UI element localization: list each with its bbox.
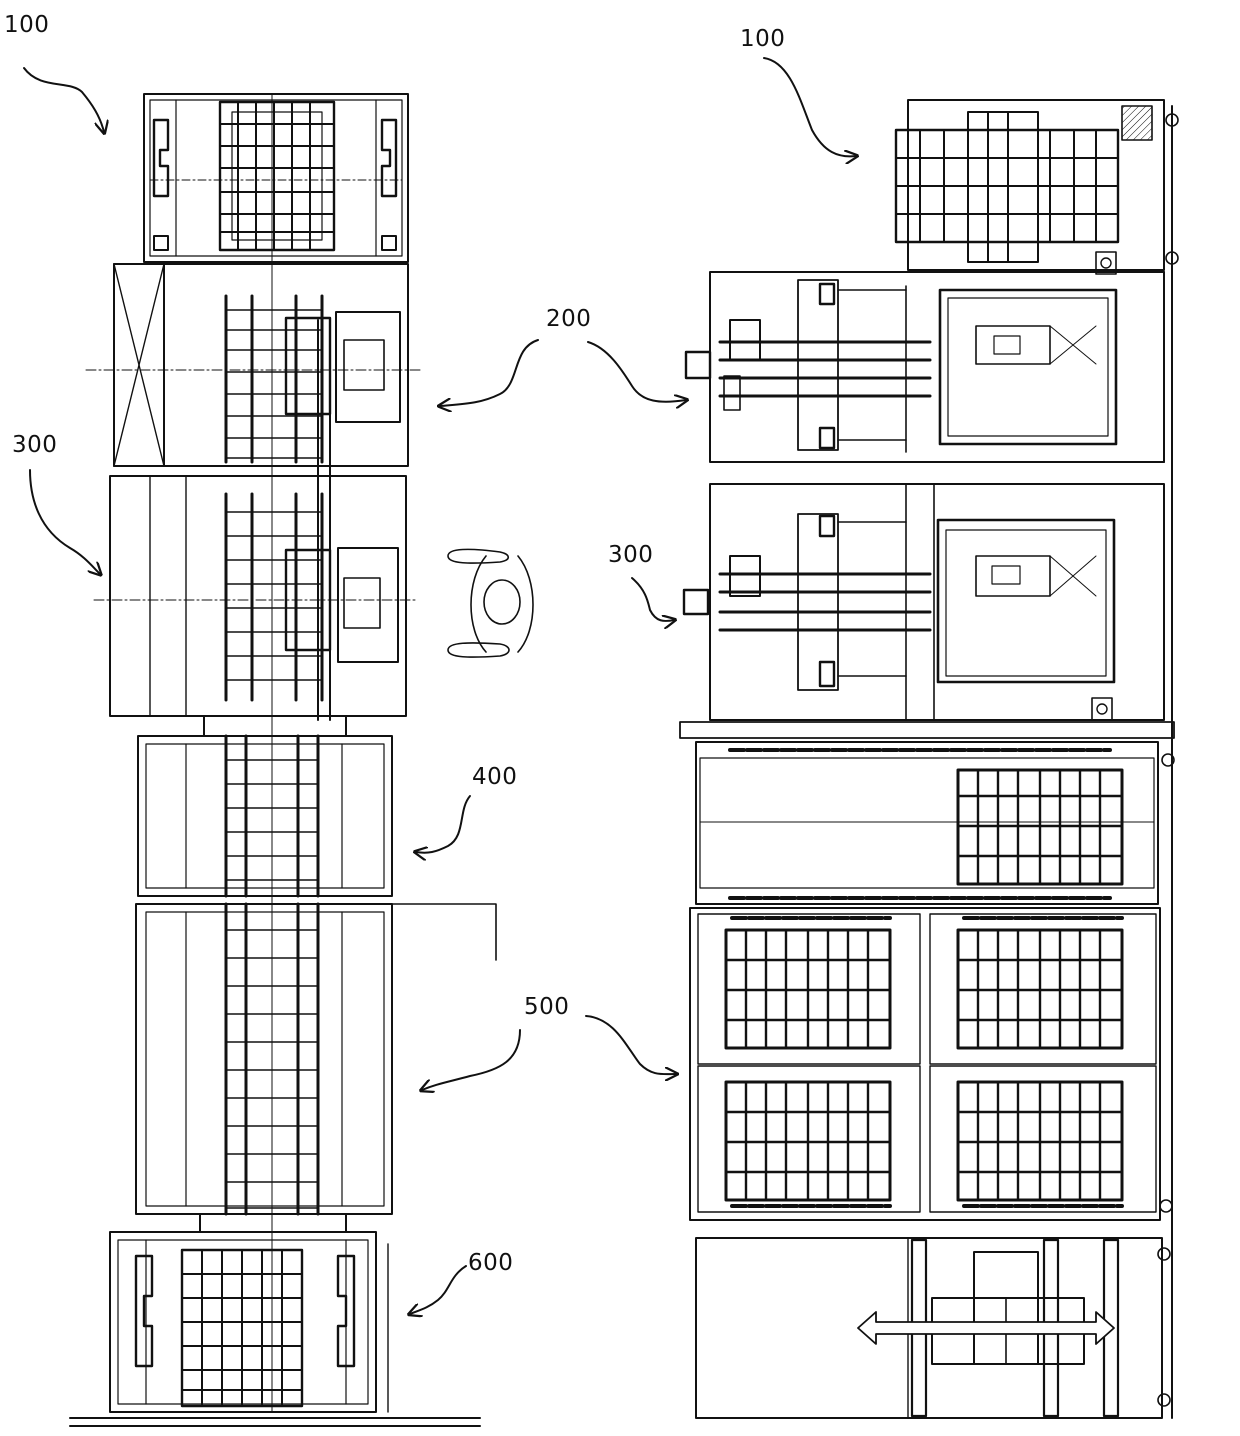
module-400-side-view — [696, 742, 1174, 904]
ref-label-500: 500 — [524, 994, 569, 1020]
transfer-arrow-icon — [858, 1312, 1114, 1344]
station-600-top-view — [70, 1232, 480, 1426]
ref-label-100-side: 100 — [740, 26, 785, 52]
module-500-side-view — [690, 908, 1172, 1220]
operator-figure — [448, 549, 533, 657]
leader-lines — [24, 58, 856, 1314]
module-500-top-view — [136, 904, 496, 1232]
module-400-top-view — [138, 736, 392, 896]
ref-label-300-side: 300 — [608, 542, 653, 568]
ref-label-300-top: 300 — [12, 432, 57, 458]
side-view — [680, 100, 1178, 1418]
ref-label-200: 200 — [546, 306, 591, 332]
ref-label-600: 600 — [468, 1250, 513, 1276]
ref-label-100-top: 100 — [4, 12, 49, 38]
top-view — [70, 94, 533, 1426]
module-200-side-view — [686, 272, 1164, 462]
ref-label-400: 400 — [472, 764, 517, 790]
module-300-side-view — [680, 484, 1174, 738]
station-600-side-view — [696, 106, 1172, 1418]
station-100-top-view — [144, 94, 408, 262]
module-300-top-view — [94, 476, 418, 736]
station-100-side-view — [896, 100, 1178, 274]
